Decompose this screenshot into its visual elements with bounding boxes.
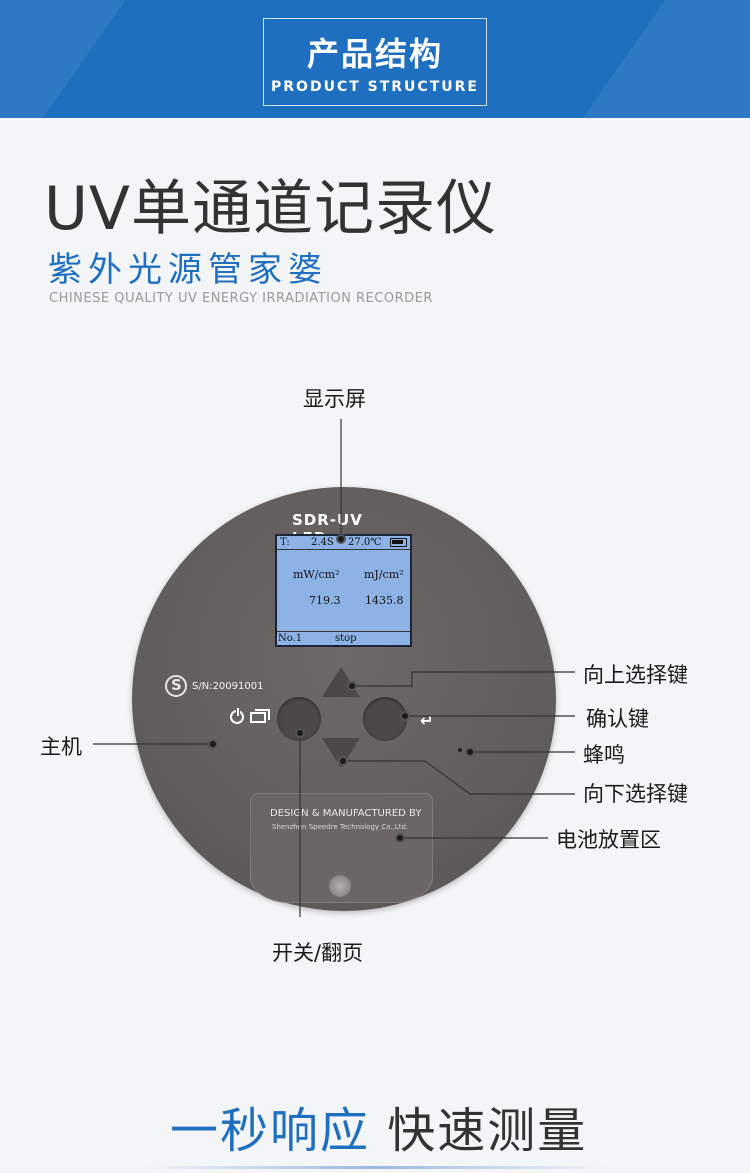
callout-dot-confirm-key (400, 711, 410, 721)
callout-label-confirm-key: 确认键 (586, 707, 649, 731)
screen-temperature: 27.0℃ (348, 537, 382, 548)
serial-number: S/N:20091001 (192, 681, 264, 692)
battery-icon (390, 538, 407, 547)
callout-label-power-page: 开关/翻页 (272, 941, 364, 965)
callout-label-down-key: 向下选择键 (583, 782, 688, 806)
power-icon (230, 707, 244, 724)
screen-status-bar: T: 2.4S 27.0℃ (277, 536, 410, 550)
section-title-box: 产品结构 PRODUCT STRUCTURE (263, 18, 487, 106)
callout-label-display: 显示屏 (303, 387, 366, 411)
screen-status: stop (335, 633, 357, 644)
screen-time: 2.4S (311, 537, 334, 548)
section-title-en: PRODUCT STRUCTURE (271, 79, 479, 95)
screen-value-energy: 1435.8 (365, 594, 404, 607)
screen-unit-energy: mJ/cm² (364, 568, 404, 581)
brand-logo (165, 675, 187, 697)
callout-label-main-unit: 主机 (40, 735, 82, 759)
slogan-dark: 快速测量 (387, 1103, 588, 1159)
callout-label-buzzer: 蜂鸣 (583, 743, 625, 767)
callout-label-up-key: 向上选择键 (583, 663, 688, 687)
screen-channel: No.1 (278, 633, 303, 644)
footer-divider (140, 1166, 610, 1169)
callout-dot-down-key (338, 756, 348, 766)
screen-t-label: T: (280, 537, 290, 548)
battery-cover-screw (329, 875, 351, 897)
confirm-button[interactable] (363, 697, 407, 741)
header-banner: 产品结构 PRODUCT STRUCTURE (0, 0, 750, 118)
callout-label-battery: 电池放置区 (556, 828, 661, 852)
callout-dot-battery (395, 833, 405, 843)
callout-dot-main-unit (208, 739, 218, 749)
callout-dot-display (336, 534, 346, 544)
product-title: UV单通道记录仪 (44, 174, 497, 244)
product-subtitle-en: CHINESE QUALITY UV ENERGY IRRADIATION RE… (49, 291, 433, 306)
page-icon (250, 709, 270, 723)
callout-dot-buzzer (465, 747, 475, 757)
buzzer-hole (458, 748, 462, 752)
screen-footer-bar: No.1 stop (277, 631, 410, 645)
battery-cover-text-2: Shenzhen Speedre Technology Co.,Ltd. (272, 823, 409, 831)
screen-unit-power: mW/cm² (293, 568, 340, 581)
callout-dot-power (295, 728, 305, 738)
screen-value-power: 719.3 (309, 594, 341, 607)
section-title-cn: 产品结构 (306, 35, 443, 73)
slogan-blue: 一秒响应 (170, 1103, 371, 1159)
callout-dot-up-key (347, 681, 357, 691)
slogan: 一秒响应 快速测量 (170, 1091, 587, 1161)
product-subtitle: 紫外光源管家婆 (48, 250, 328, 290)
battery-cover-text-1: DESIGN & MANUFACTURED BY (270, 808, 422, 819)
